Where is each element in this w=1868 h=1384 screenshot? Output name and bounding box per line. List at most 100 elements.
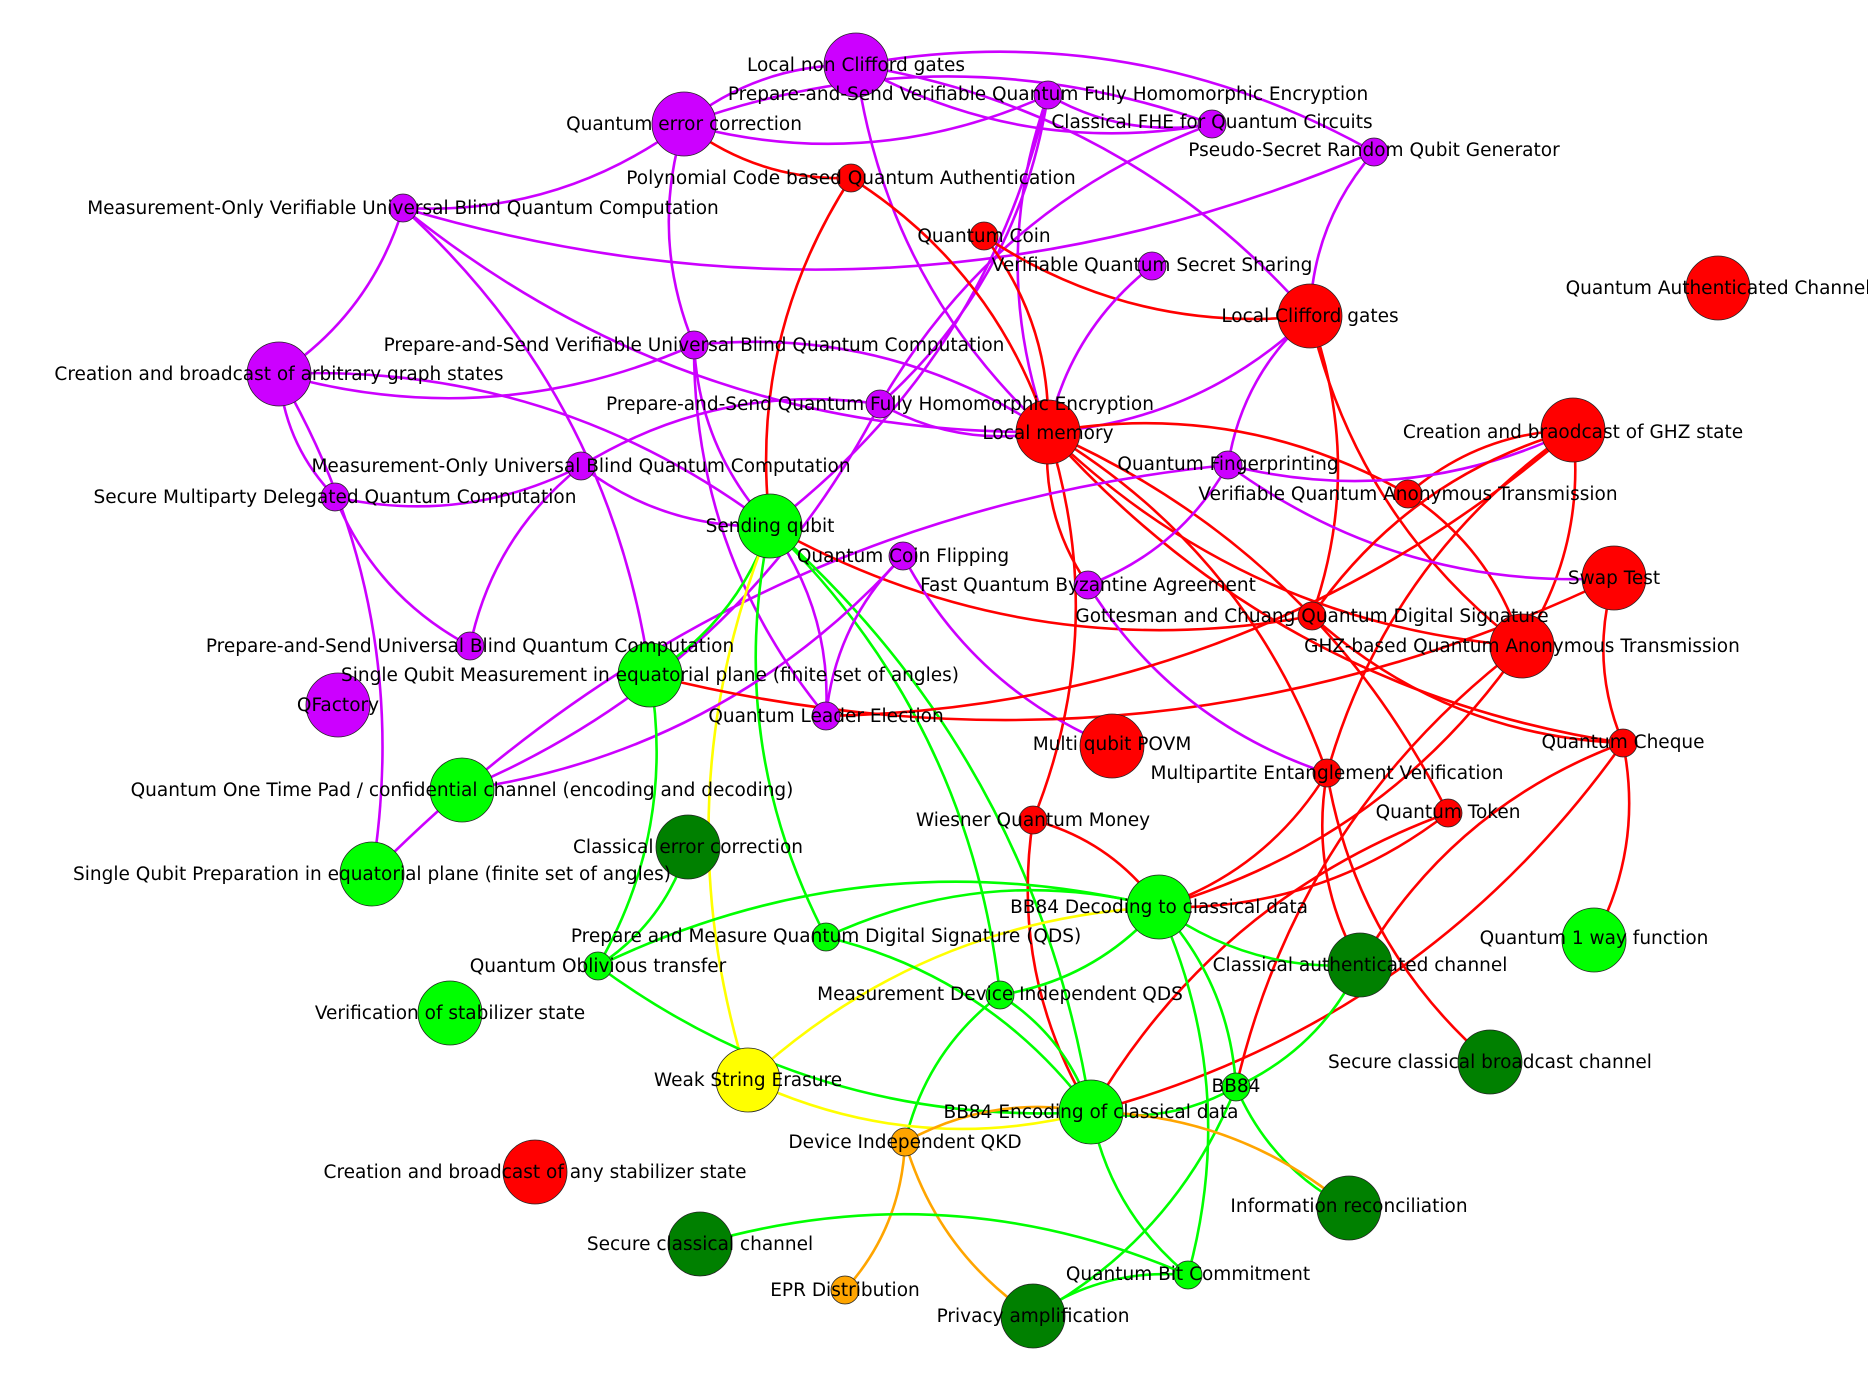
node-label-epr: EPR Distribution (770, 1280, 920, 1301)
node-label-pm_qds: Prepare and Measure Quantum Digital Sign… (571, 926, 1081, 947)
edge-ps_vqfhe-sending_qubit (769, 94, 1050, 528)
node-label-info_rec: Information reconciliation (1230, 1196, 1467, 1217)
node-label-fqba: Fast Quantum Byzantine Agreement (920, 575, 1256, 596)
node-label-scc: Secure classical channel (587, 1234, 813, 1255)
node-label-mo_vubqc: Measurement-Only Verifiable Universal Bl… (87, 198, 719, 219)
edge-ghz_qat-bb84 (1234, 644, 1523, 1088)
node-label-gc_qds: Gottesman and Chuang Quantum Digital Sig… (1075, 606, 1548, 627)
node-di_qkd[interactable] (890, 1127, 920, 1157)
node-qac[interactable] (1685, 255, 1751, 321)
edge-poly_code-sending_qubit (764, 177, 853, 527)
node-label-graph_states: Creation and broadcast of arbitrary grap… (54, 364, 503, 385)
node-label-ps_ubqc: Prepare-and-Send Universal Blind Quantum… (206, 636, 734, 657)
node-ps_vqfhe[interactable] (1033, 80, 1063, 110)
node-vqat[interactable] (1393, 479, 1423, 509)
edge-scc-qbc (699, 1212, 1189, 1277)
node-multi_povm[interactable] (1079, 713, 1145, 779)
node-bb84[interactable] (1221, 1072, 1251, 1102)
edge-local_memory-vqat (1047, 421, 1409, 496)
node-label-local_non_clifford: Local non Clifford gates (747, 55, 965, 76)
node-vqss[interactable] (1137, 251, 1167, 281)
node-label-ghz_qat: GHZ-based Quantum Anonymous Transmission (1304, 636, 1740, 657)
edge-sqm-qot (596, 674, 658, 967)
node-scbc[interactable] (1457, 1029, 1523, 1095)
node-sqp[interactable] (339, 841, 405, 907)
edge-pm_qds-bb84_enc (825, 935, 1093, 1113)
node-local_clifford[interactable] (1277, 283, 1343, 349)
node-q_coin_flip[interactable] (888, 541, 918, 571)
node-label-mo_ubqc: Measurement-Only Universal Blind Quantum… (311, 456, 850, 477)
edge-ps_qfhe-mo_ubqc (580, 397, 881, 468)
node-wse[interactable] (715, 1047, 781, 1113)
node-mo_vubqc[interactable] (388, 193, 418, 223)
node-qfactory[interactable] (305, 672, 371, 738)
node-pm_qds[interactable] (811, 922, 841, 952)
node-mdi_qds[interactable] (985, 980, 1015, 1010)
edge-local_memory-q_cheque (1047, 431, 1624, 745)
node-ps_vubqc[interactable] (679, 330, 709, 360)
edge-psrqg-mo_vubqc (402, 150, 1375, 271)
node-sending_qubit[interactable] (737, 493, 803, 559)
node-cac[interactable] (1327, 932, 1393, 998)
edge-qec-classical_fhe (683, 75, 1213, 126)
node-epr[interactable] (830, 1275, 860, 1305)
node-sqm[interactable] (617, 642, 683, 708)
node-qotp[interactable] (429, 757, 495, 823)
node-gc_qds[interactable] (1297, 601, 1327, 631)
node-swap_test[interactable] (1581, 545, 1647, 611)
node-q_fingerprint[interactable] (1213, 450, 1243, 480)
edge-poly_code-local_memory (850, 176, 1050, 433)
node-bb84_enc[interactable] (1058, 1079, 1124, 1145)
node-qbc[interactable] (1173, 1260, 1203, 1290)
node-scc[interactable] (667, 1211, 733, 1277)
edge-graph_states-sending_qubit (278, 371, 771, 528)
edge-q_fingerprint-fqba (1087, 464, 1230, 587)
edge-mdi_qds-di_qkd (903, 993, 1001, 1143)
node-mo_ubqc[interactable] (566, 451, 596, 481)
node-graph_states[interactable] (246, 341, 312, 407)
node-wiesner[interactable] (1018, 805, 1048, 835)
node-qot[interactable] (583, 951, 613, 981)
node-fqba[interactable] (1073, 570, 1103, 600)
node-smdqc[interactable] (320, 482, 350, 512)
node-psrqg[interactable] (1359, 137, 1389, 167)
node-ghz_state[interactable] (1540, 397, 1606, 463)
node-ghz_qat[interactable] (1489, 613, 1555, 679)
node-label-local_clifford: Local Clifford gates (1221, 306, 1398, 327)
edge-local_non_clifford-classical_fhe (855, 63, 1213, 135)
node-q_token[interactable] (1433, 798, 1463, 828)
node-q_cheque[interactable] (1608, 728, 1638, 758)
node-label-sqp: Single Qubit Preparation in equatorial p… (73, 864, 671, 885)
node-mev[interactable] (1312, 758, 1342, 788)
edge-ghz_state-q_fingerprint (1227, 428, 1574, 483)
node-label-q_token: Quantum Token (1376, 802, 1521, 823)
node-local_memory[interactable] (1015, 399, 1081, 465)
node-cec[interactable] (655, 814, 721, 880)
edge-sending_qubit-pm_qds (754, 525, 828, 938)
edge-qec-ps_vubqc (667, 123, 696, 346)
node-vss[interactable] (417, 980, 483, 1046)
node-quantum_coin[interactable] (969, 221, 999, 251)
node-priv_amp[interactable] (1000, 1283, 1066, 1349)
node-bb84_dec[interactable] (1126, 874, 1192, 940)
node-qec[interactable] (651, 91, 717, 157)
node-poly_code[interactable] (836, 163, 866, 193)
node-local_non_clifford[interactable] (823, 32, 889, 98)
edge-qec-mo_vubqc (402, 122, 685, 210)
node-label-mev: Multipartite Entanglement Verification (1150, 763, 1503, 784)
node-label-ps_qfhe: Prepare-and-Send Quantum Fully Homomorph… (606, 394, 1154, 415)
node-label-cac: Classical authenticated channel (1213, 955, 1508, 976)
node-qle[interactable] (811, 701, 841, 731)
node-classical_fhe[interactable] (1197, 109, 1227, 139)
edge-sending_qubit-wse (707, 525, 772, 1081)
node-label-ps_vubqc: Prepare-and-Send Verifiable Universal Bl… (384, 335, 1005, 356)
node-info_rec[interactable] (1316, 1175, 1382, 1241)
node-any_stab[interactable] (502, 1139, 568, 1205)
node-ps_ubqc[interactable] (455, 631, 485, 661)
node-ps_qfhe[interactable] (865, 389, 895, 419)
edge-local_clifford-gc_qds (1308, 315, 1340, 617)
edge-mev-scbc (1325, 772, 1491, 1063)
node-label-qfactory: QFactory (297, 695, 379, 716)
edge-fqba-mev (1086, 584, 1328, 775)
node-q1wf[interactable] (1561, 907, 1627, 973)
